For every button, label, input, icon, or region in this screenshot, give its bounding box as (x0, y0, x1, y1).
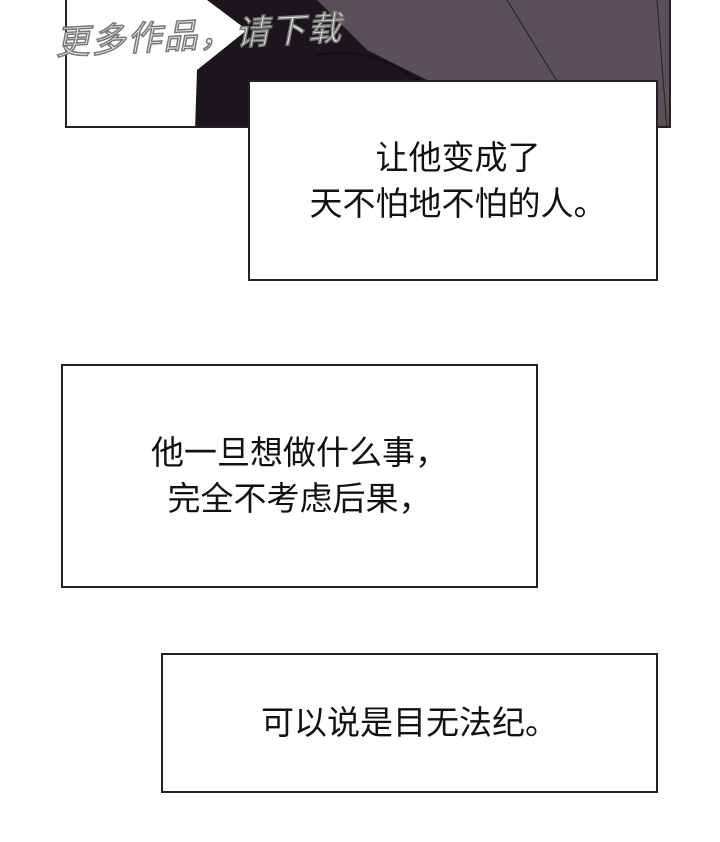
caption-line: 可以说是目无法纪。 (261, 703, 558, 742)
caption-line: 他一旦想做什么事， (151, 433, 448, 472)
caption-box-1: 让他变成了 天不怕地不怕的人。 (248, 80, 658, 281)
caption-line: 完全不考虑后果， (167, 479, 432, 518)
caption-line: 天不怕地不怕的人。 (309, 183, 607, 223)
caption-box-2: 他一旦想做什么事， 完全不考虑后果， (61, 364, 538, 588)
caption-box-3: 可以说是目无法纪。 (161, 653, 658, 793)
caption-line: 让他变成了 (375, 137, 541, 177)
